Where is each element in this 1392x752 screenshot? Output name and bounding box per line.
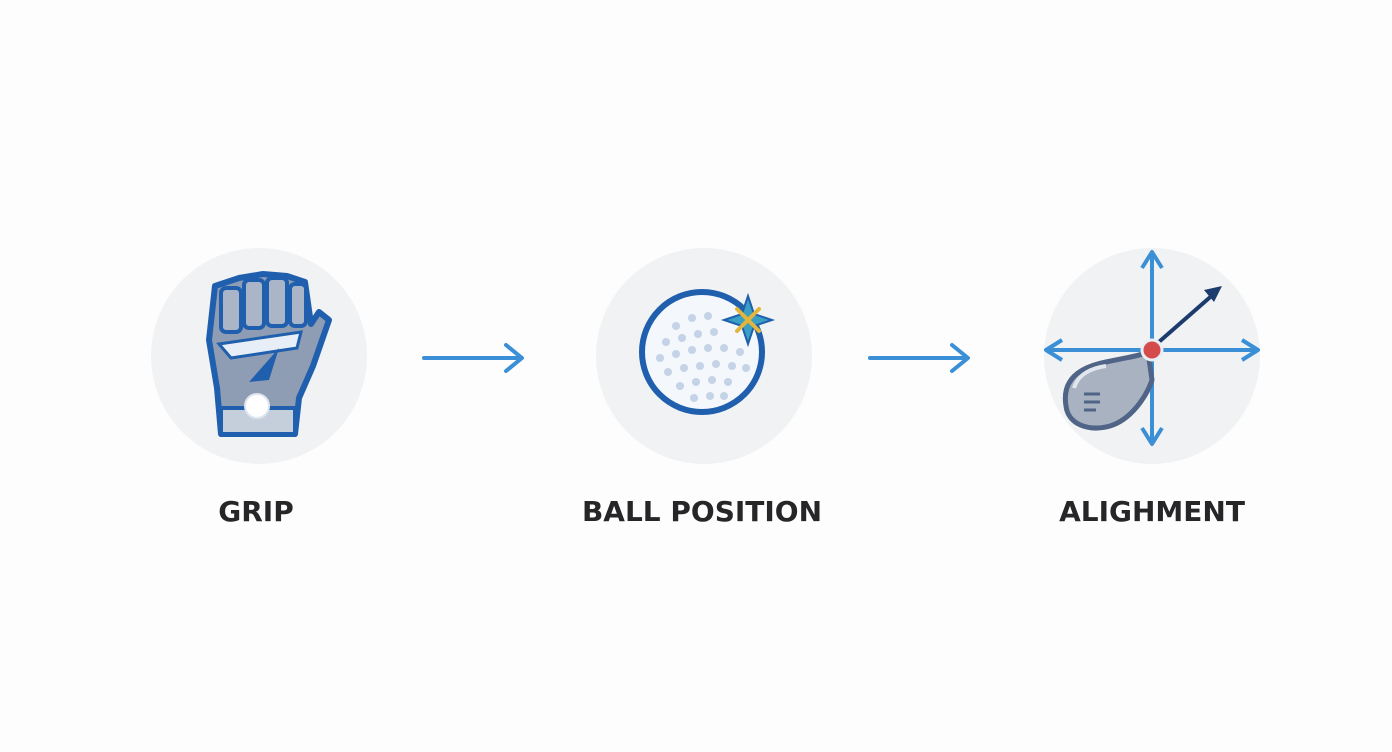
grip-step-circle bbox=[151, 248, 367, 464]
alignment-step-circle bbox=[1044, 248, 1260, 464]
alignment-label: ALIGHMENT bbox=[1059, 495, 1245, 528]
club-alignment-icon bbox=[1044, 250, 1260, 446]
grip-label: GRIP bbox=[218, 495, 294, 528]
arrow-right-icon bbox=[422, 343, 524, 373]
glove-icon bbox=[206, 271, 332, 437]
golf-ball-icon bbox=[639, 289, 776, 415]
arrow-right-icon bbox=[868, 343, 970, 373]
sparkle-icon bbox=[720, 292, 776, 348]
ball-position-label: BALL POSITION bbox=[581, 495, 823, 528]
ball-position-step-circle bbox=[596, 248, 812, 464]
